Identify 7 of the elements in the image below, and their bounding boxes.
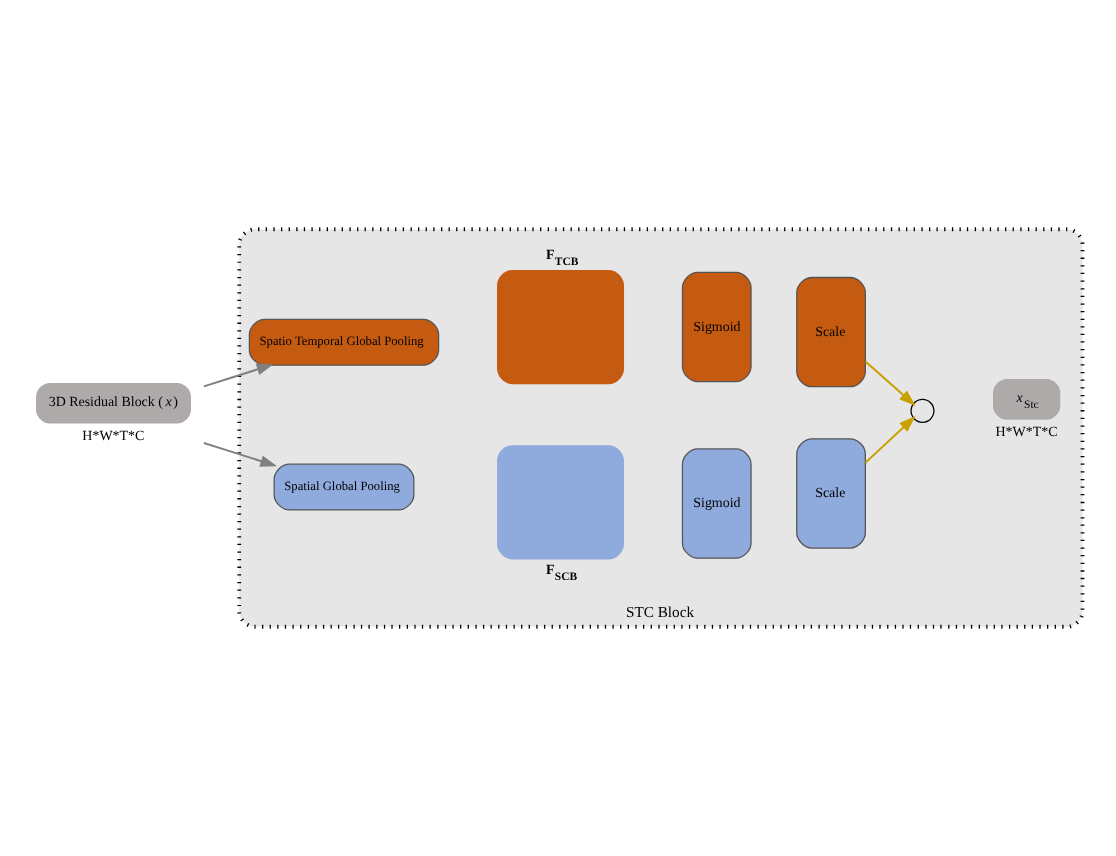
node-box bbox=[497, 445, 625, 560]
arrow bbox=[864, 416, 916, 464]
node-circle bbox=[910, 398, 935, 423]
arrow bbox=[864, 360, 916, 406]
node-box bbox=[497, 269, 625, 385]
arrow bbox=[203, 442, 278, 467]
arrow bbox=[203, 363, 274, 388]
